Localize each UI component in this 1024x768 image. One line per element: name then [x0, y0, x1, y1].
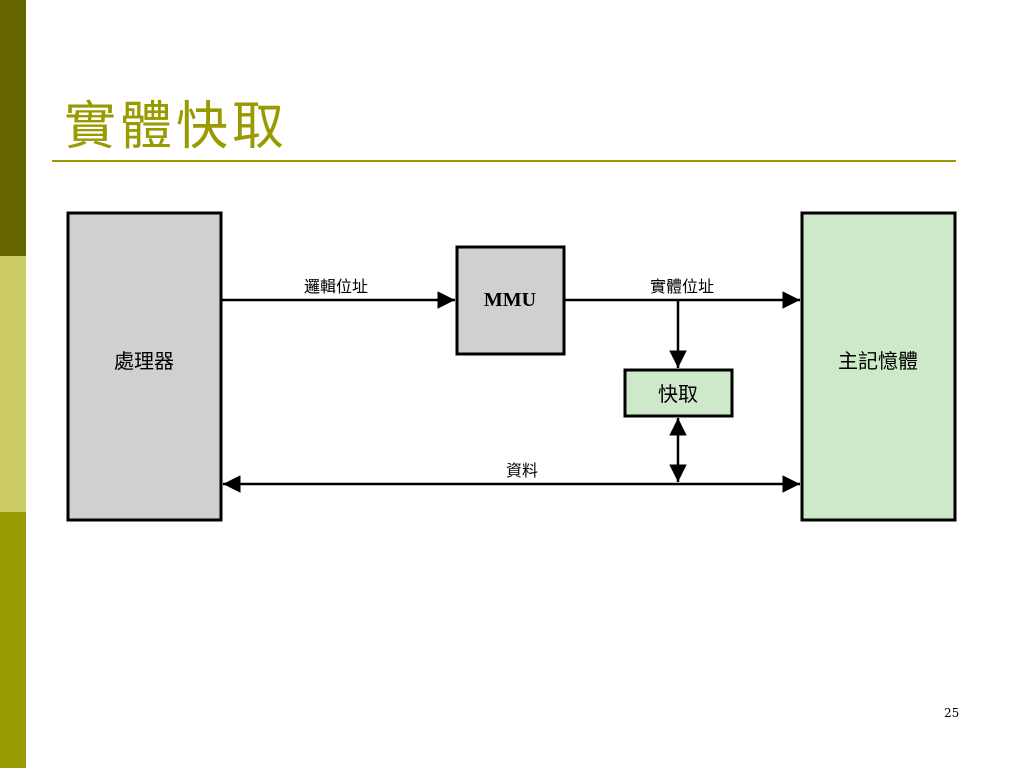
mmu-node: MMU: [455, 245, 566, 356]
logical-address-label: 邏輯位址: [304, 277, 368, 296]
cache-label: 快取: [658, 382, 698, 406]
processor-node: 處理器: [66, 211, 223, 522]
data-label: 資料: [506, 461, 538, 480]
physical-address-label: 實體位址: [650, 277, 714, 296]
side-bar-olive: [0, 512, 26, 768]
main-memory-node: 主記憶體: [800, 211, 957, 522]
title-divider: [52, 160, 956, 162]
cache-node: 快取: [623, 368, 734, 418]
mmu-label: MMU: [484, 289, 536, 311]
side-bar-light: [0, 256, 26, 512]
page-number: 25: [944, 706, 960, 720]
processor-label: 處理器: [114, 349, 174, 373]
main-memory-label: 主記憶體: [838, 349, 918, 373]
slide-title: 實體快取: [64, 97, 289, 157]
side-bar-dark: [0, 0, 26, 256]
